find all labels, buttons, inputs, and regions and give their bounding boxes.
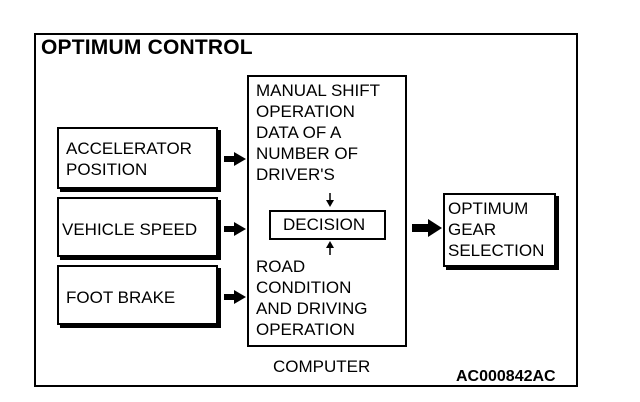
arrow-foot-brake-icon: [224, 290, 246, 304]
vehicle-speed-label: VEHICLE SPEED: [62, 220, 198, 239]
arrow-down-icon: [326, 193, 334, 207]
diagram-frame: [34, 33, 578, 387]
arrow-accelerator-icon: [224, 152, 246, 166]
foot-brake-box: [57, 265, 218, 325]
decision-box: [269, 210, 386, 240]
foot-brake-label: FOOT BRAKE: [66, 288, 176, 307]
manual-shift-data-label: MANUAL SHIFT OPERATION DATA OF A NUMBER …: [256, 81, 381, 184]
arrow-vehicle-speed-icon: [224, 222, 246, 236]
accelerator-position-box: [57, 127, 218, 189]
figure-code: AC000842AC: [456, 368, 556, 385]
road-condition-label: ROAD CONDITION AND DRIVING OPERATION: [256, 257, 368, 339]
accelerator-position-label: ACCELERATOR POSITION: [66, 139, 192, 179]
decision-label: DECISION: [283, 215, 366, 234]
optimum-gear-selection-box: [443, 193, 556, 267]
diagram-title: OPTIMUM CONTROL: [41, 36, 253, 59]
computer-label: COMPUTER: [273, 357, 371, 376]
arrow-output-icon: [412, 219, 442, 237]
vehicle-speed-box: [57, 197, 218, 257]
optimum-gear-selection-label: OPTIMUM GEAR SELECTION: [448, 199, 545, 260]
arrow-up-icon: [326, 241, 334, 255]
